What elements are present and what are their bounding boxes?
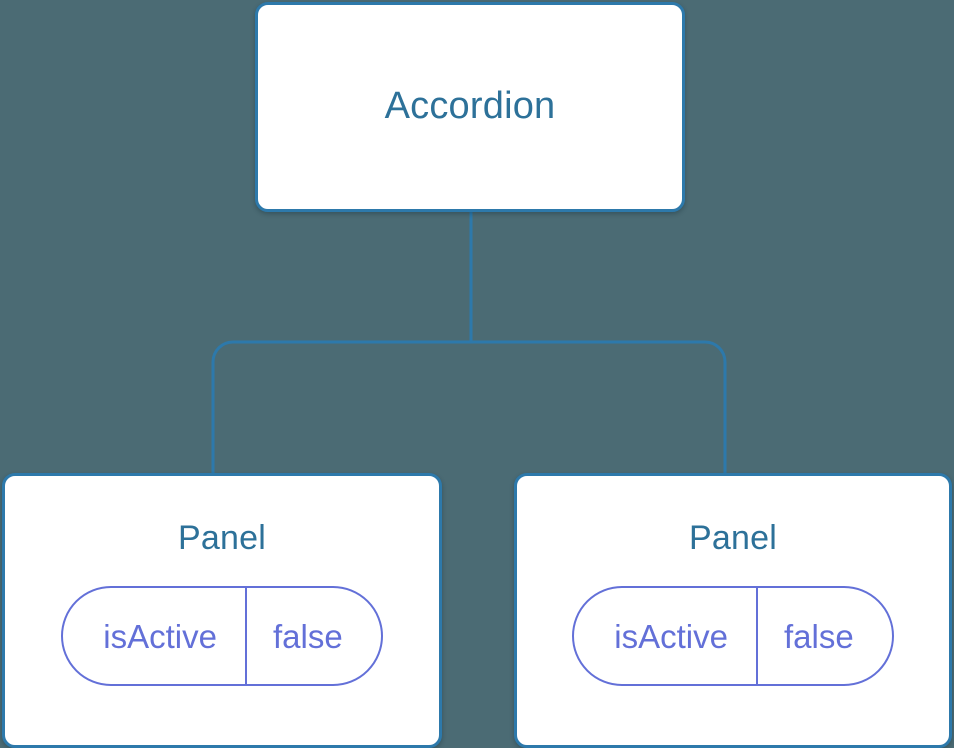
node-accordion[interactable]: Accordion (255, 2, 685, 212)
state-key-left: isActive (63, 588, 247, 685)
state-value-right: false (783, 617, 854, 655)
node-accordion-label: Accordion (384, 85, 556, 128)
state-value-left: false (272, 617, 343, 655)
connector-to-right-panel (471, 340, 727, 478)
node-panel-left-label: Panel (178, 519, 266, 557)
node-panel-left[interactable]: Panel isActive false (2, 473, 442, 748)
connector-to-left-panel (211, 340, 471, 478)
node-panel-right-label: Panel (689, 519, 777, 557)
state-pill-right[interactable]: isActive false (572, 586, 894, 687)
state-key-right: isActive (574, 588, 758, 685)
node-panel-right[interactable]: Panel isActive false (514, 473, 952, 748)
state-pill-left[interactable]: isActive false (61, 586, 383, 687)
